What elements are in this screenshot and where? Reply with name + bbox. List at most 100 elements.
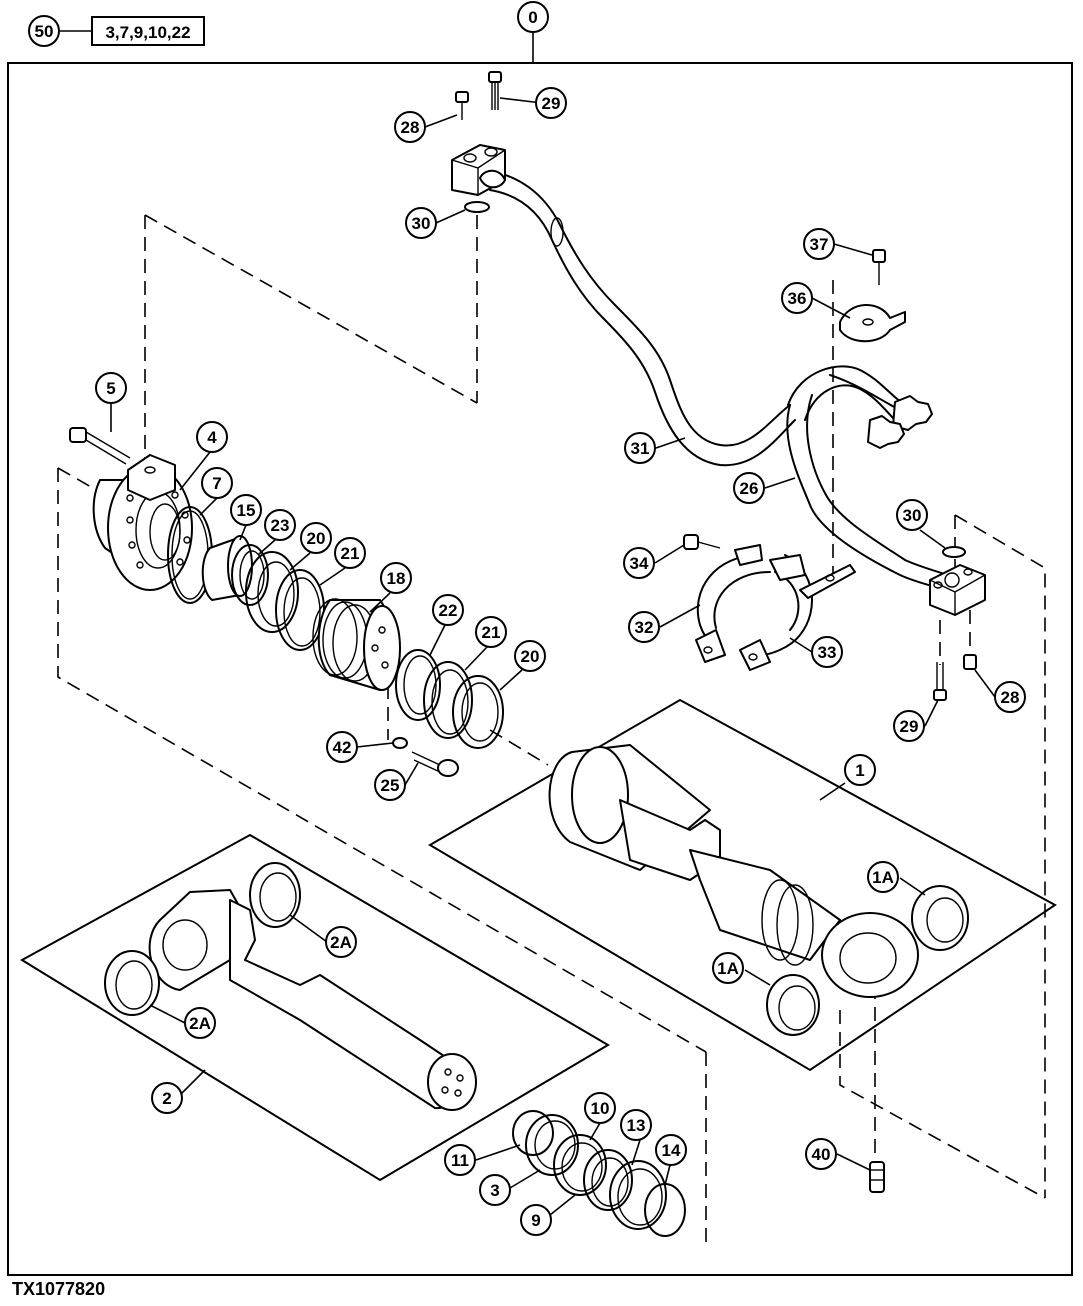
svg-text:10: 10 bbox=[591, 1099, 610, 1118]
svg-text:1A: 1A bbox=[872, 868, 894, 887]
lower-flange bbox=[929, 546, 986, 616]
svg-text:20: 20 bbox=[521, 647, 540, 666]
callout-23[interactable]: 23 bbox=[264, 509, 296, 541]
callout-30-top[interactable]: 30 bbox=[405, 207, 437, 239]
svg-text:30: 30 bbox=[903, 506, 922, 525]
svg-text:3: 3 bbox=[490, 1181, 499, 1200]
callout-3[interactable]: 3 bbox=[479, 1174, 511, 1206]
svg-text:25: 25 bbox=[381, 776, 400, 795]
bolts-top bbox=[455, 71, 502, 120]
svg-text:1: 1 bbox=[855, 761, 864, 780]
callout-11[interactable]: 11 bbox=[444, 1144, 476, 1176]
svg-text:9: 9 bbox=[531, 1211, 540, 1230]
clamps-32-33 bbox=[683, 534, 856, 671]
callout-32[interactable]: 32 bbox=[628, 611, 660, 643]
callout-30-right[interactable]: 30 bbox=[896, 499, 928, 531]
svg-text:29: 29 bbox=[542, 94, 561, 113]
callout-2A-upper[interactable]: 2A bbox=[325, 926, 357, 958]
grease-fitting-40 bbox=[869, 1161, 885, 1193]
svg-text:1A: 1A bbox=[717, 959, 739, 978]
header-callout-box bbox=[91, 16, 205, 46]
callout-29-top[interactable]: 29 bbox=[535, 87, 567, 119]
svg-text:14: 14 bbox=[662, 1141, 681, 1160]
callout-1A-upper[interactable]: 1A bbox=[867, 861, 899, 893]
svg-text:21: 21 bbox=[341, 544, 360, 563]
svg-text:4: 4 bbox=[207, 428, 217, 447]
callout-5[interactable]: 5 bbox=[95, 372, 127, 404]
panel-2 bbox=[20, 833, 610, 1182]
svg-text:31: 31 bbox=[631, 439, 650, 458]
callout-2A-lower[interactable]: 2A bbox=[184, 1007, 216, 1039]
callout-34[interactable]: 34 bbox=[623, 547, 655, 579]
callout-22[interactable]: 22 bbox=[432, 594, 464, 626]
callout-20-b[interactable]: 20 bbox=[514, 640, 546, 672]
piston-rod-2 bbox=[104, 862, 477, 1111]
bushing-15 bbox=[201, 535, 253, 601]
callout-21-a[interactable]: 21 bbox=[334, 537, 366, 569]
outer-frame bbox=[7, 62, 1073, 1276]
svg-text:11: 11 bbox=[451, 1151, 469, 1170]
svg-text:26: 26 bbox=[740, 479, 759, 498]
callout-0[interactable]: 0 bbox=[517, 1, 549, 33]
callout-1[interactable]: 1 bbox=[844, 754, 876, 786]
callout-10[interactable]: 10 bbox=[584, 1092, 616, 1124]
svg-text:28: 28 bbox=[1001, 688, 1020, 707]
svg-text:2A: 2A bbox=[189, 1014, 211, 1033]
svg-text:32: 32 bbox=[635, 618, 654, 637]
svg-text:21: 21 bbox=[482, 623, 501, 642]
cylinder-tube-1 bbox=[548, 744, 969, 1036]
callout-25[interactable]: 25 bbox=[374, 769, 406, 801]
tube-26 bbox=[786, 365, 949, 591]
callout-18[interactable]: 18 bbox=[380, 562, 412, 594]
bolts-lower-right bbox=[933, 654, 977, 701]
callout-14[interactable]: 14 bbox=[655, 1134, 687, 1166]
clamp-36 bbox=[839, 249, 906, 343]
callout-28-right[interactable]: 28 bbox=[994, 681, 1026, 713]
callout-29-right[interactable]: 29 bbox=[893, 710, 925, 742]
callout-26[interactable]: 26 bbox=[733, 472, 765, 504]
callout-4[interactable]: 4 bbox=[196, 421, 228, 453]
tube-31 bbox=[484, 169, 796, 467]
svg-text:28: 28 bbox=[401, 118, 420, 137]
callout-9[interactable]: 9 bbox=[520, 1204, 552, 1236]
callout-2[interactable]: 2 bbox=[151, 1082, 183, 1114]
callout-40[interactable]: 40 bbox=[805, 1138, 837, 1170]
svg-text:22: 22 bbox=[439, 601, 458, 620]
svg-text:42: 42 bbox=[333, 738, 352, 757]
svg-text:29: 29 bbox=[900, 717, 919, 736]
header-callout-label: 50 bbox=[35, 22, 54, 41]
svg-text:30: 30 bbox=[412, 214, 431, 233]
piston-18 bbox=[312, 598, 401, 691]
leader-lines bbox=[110, 97, 996, 1216]
callout-28-top[interactable]: 28 bbox=[394, 111, 426, 143]
svg-text:7: 7 bbox=[212, 474, 221, 493]
callout-13[interactable]: 13 bbox=[620, 1109, 652, 1141]
bolt-25 bbox=[411, 751, 459, 777]
callout-15[interactable]: 15 bbox=[230, 494, 262, 526]
sheet-id: TX1077820 bbox=[12, 1279, 105, 1299]
svg-text:13: 13 bbox=[627, 1116, 646, 1135]
cylinder-head-4 bbox=[92, 454, 193, 591]
svg-text:34: 34 bbox=[630, 554, 649, 573]
callout-31[interactable]: 31 bbox=[624, 432, 656, 464]
svg-text:0: 0 bbox=[528, 8, 537, 27]
svg-text:37: 37 bbox=[810, 235, 829, 254]
callout-33[interactable]: 33 bbox=[811, 636, 843, 668]
callout-7[interactable]: 7 bbox=[201, 467, 233, 499]
header-callout: 50 3,7,9,10,22 bbox=[28, 15, 205, 47]
svg-text:36: 36 bbox=[788, 289, 807, 308]
callout-37[interactable]: 37 bbox=[803, 228, 835, 260]
svg-text:23: 23 bbox=[271, 516, 290, 535]
callout-36[interactable]: 36 bbox=[781, 282, 813, 314]
callout-1A-lower[interactable]: 1A bbox=[712, 952, 744, 984]
svg-text:5: 5 bbox=[106, 379, 115, 398]
callout-42[interactable]: 42 bbox=[326, 731, 358, 763]
assembly-dashed-lines bbox=[57, 214, 1046, 1245]
callout-20-a[interactable]: 20 bbox=[300, 522, 332, 554]
callout-21-b[interactable]: 21 bbox=[475, 616, 507, 648]
svg-text:15: 15 bbox=[237, 501, 256, 520]
svg-text:2A: 2A bbox=[330, 933, 352, 952]
svg-text:20: 20 bbox=[307, 529, 326, 548]
bolt-5 bbox=[69, 427, 131, 465]
